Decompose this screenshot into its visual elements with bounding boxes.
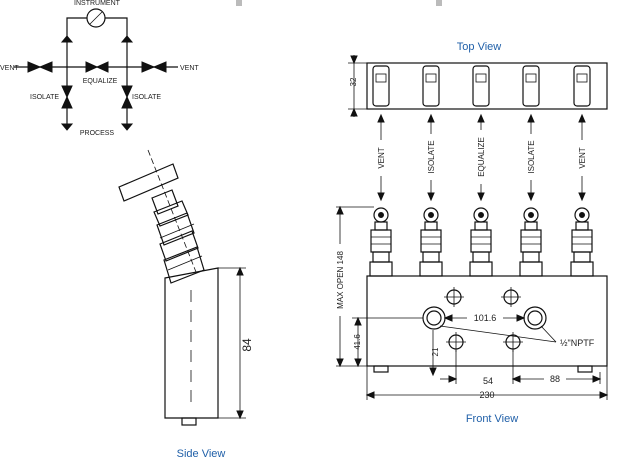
valve-label-isolate-1: ISOLATE bbox=[427, 140, 436, 173]
vent-valve-left-symbol bbox=[27, 61, 42, 73]
vent-left-label: VENT bbox=[0, 65, 19, 72]
flow-schematic: INSTRUMENT VENT VENT EQUALIZE ISOLATE IS… bbox=[0, 0, 199, 137]
front-valve-stem bbox=[369, 207, 393, 277]
isolate-valve-right-symbol bbox=[121, 85, 133, 99]
port-holes bbox=[422, 287, 547, 352]
instrument-label: INSTRUMENT bbox=[74, 0, 121, 7]
valve-body-side bbox=[164, 267, 219, 419]
side-view-title: Side View bbox=[177, 448, 226, 460]
dim-54: 54 bbox=[483, 376, 493, 386]
top-view-title: Top View bbox=[457, 41, 501, 53]
process-label: PROCESS bbox=[80, 130, 115, 137]
valve-column-1: VENT bbox=[372, 65, 390, 202]
isolate-left-label: ISOLATE bbox=[30, 94, 59, 101]
manifold-front-body bbox=[366, 275, 608, 367]
valve-label-vent-1: VENT bbox=[377, 147, 386, 168]
vent-right-label: VENT bbox=[180, 65, 199, 72]
dim-21: 21 bbox=[431, 347, 440, 356]
valve-label-isolate-2: ISOLATE bbox=[527, 140, 536, 173]
front-valve-stem bbox=[469, 207, 493, 277]
isolate-valve-left-symbol bbox=[61, 85, 73, 99]
valve-column-5: VENT bbox=[573, 65, 591, 202]
valve-label-vent-2: VENT bbox=[578, 147, 587, 168]
front-valve-stem bbox=[519, 207, 543, 277]
manifold-top-outline bbox=[366, 62, 608, 110]
dim-41-6: 41.6 bbox=[353, 334, 362, 350]
valve-column-3: EQUALIZE bbox=[472, 65, 490, 202]
front-valve-stem bbox=[419, 207, 443, 277]
top-view-drawing: 32 bbox=[348, 55, 608, 117]
front-view-title: Front View bbox=[466, 413, 518, 425]
front-valve-stem bbox=[570, 207, 594, 277]
handle-bar bbox=[118, 163, 179, 202]
valve-label-equalize: EQUALIZE bbox=[477, 137, 486, 177]
dim-88: 88 bbox=[550, 374, 560, 384]
isolate-right-label: ISOLATE bbox=[132, 94, 161, 101]
dim-101-6: 101.6 bbox=[474, 313, 497, 323]
valve-column-2: ISOLATE bbox=[422, 65, 440, 202]
side-view-drawing: 84 bbox=[118, 149, 254, 426]
front-view-drawing: 101.6 ½"NPTF MAX OPEN 148 41.6 21 54 bbox=[334, 205, 609, 400]
equalize-label: EQUALIZE bbox=[83, 78, 118, 85]
vent-valve-right-symbol bbox=[141, 61, 156, 73]
dim-max-open: MAX OPEN 148 bbox=[336, 251, 345, 309]
dim-230: 230 bbox=[479, 390, 494, 400]
valve-column-4: ISOLATE bbox=[522, 65, 540, 202]
equalize-valve-symbol bbox=[85, 61, 99, 73]
crop-mark bbox=[436, 0, 442, 6]
dim-32: 32 bbox=[349, 77, 358, 86]
port-thread-note: ½"NPTF bbox=[560, 338, 595, 348]
crop-mark bbox=[236, 0, 242, 6]
dim-84: 84 bbox=[240, 338, 254, 352]
